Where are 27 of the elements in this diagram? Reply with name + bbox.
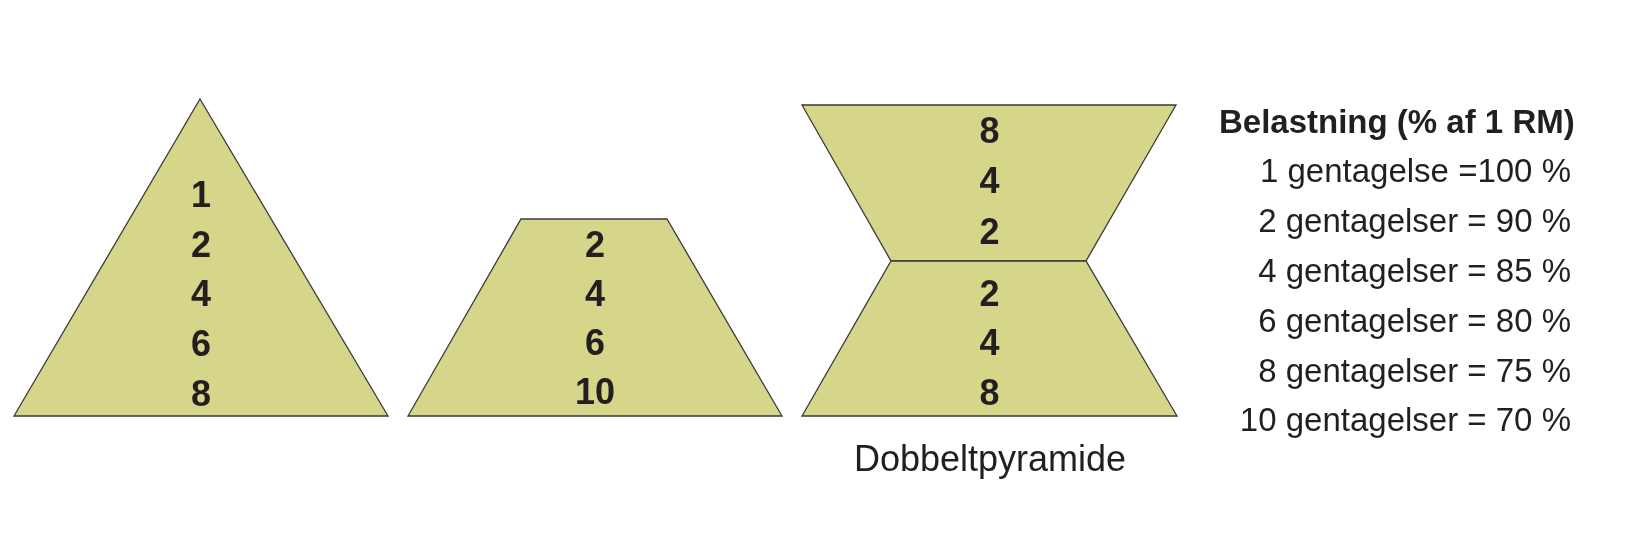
load-row-text: 10 gentagelser = 70 % xyxy=(1239,400,1571,439)
rep-count: 8 xyxy=(191,374,211,414)
rep-count: 2 xyxy=(979,211,1000,252)
rep-count: 4 xyxy=(979,161,1000,201)
rep-count: 2 xyxy=(979,274,1000,314)
rep-count: 4 xyxy=(585,274,605,314)
inverted-trapezoid xyxy=(802,105,1177,261)
rep-count: 6 xyxy=(191,324,211,364)
load-row-text: 8 gentagelser = 75 % xyxy=(1258,351,1571,390)
load-row-text: 1 gentagelse =100 % xyxy=(1260,152,1571,190)
truncated-pyramid xyxy=(408,219,782,416)
table-heading: Belastning (% af 1 RM) xyxy=(1219,103,1575,141)
load-row-text: 6 gentagelser = 80 % xyxy=(1258,302,1571,340)
rep-count: 8 xyxy=(979,110,1000,151)
rep-count: 8 xyxy=(979,372,1000,413)
rep-count: 1 xyxy=(191,175,211,215)
rep-count: 4 xyxy=(191,274,211,315)
shape-caption: Dobbeltpyramide xyxy=(853,438,1127,480)
rep-count: 6 xyxy=(585,323,605,363)
rep-count: 2 xyxy=(585,224,605,265)
pyramid-triangle xyxy=(14,99,388,416)
rep-count: 10 xyxy=(575,372,615,413)
rep-count: 2 xyxy=(191,224,211,265)
trapezoid-shape xyxy=(802,261,1177,416)
load-row-text: 2 gentagelser = 90 % xyxy=(1258,202,1571,240)
rep-count: 4 xyxy=(979,323,1000,364)
load-row-text: 4 gentagelser = 85 % xyxy=(1258,252,1571,290)
